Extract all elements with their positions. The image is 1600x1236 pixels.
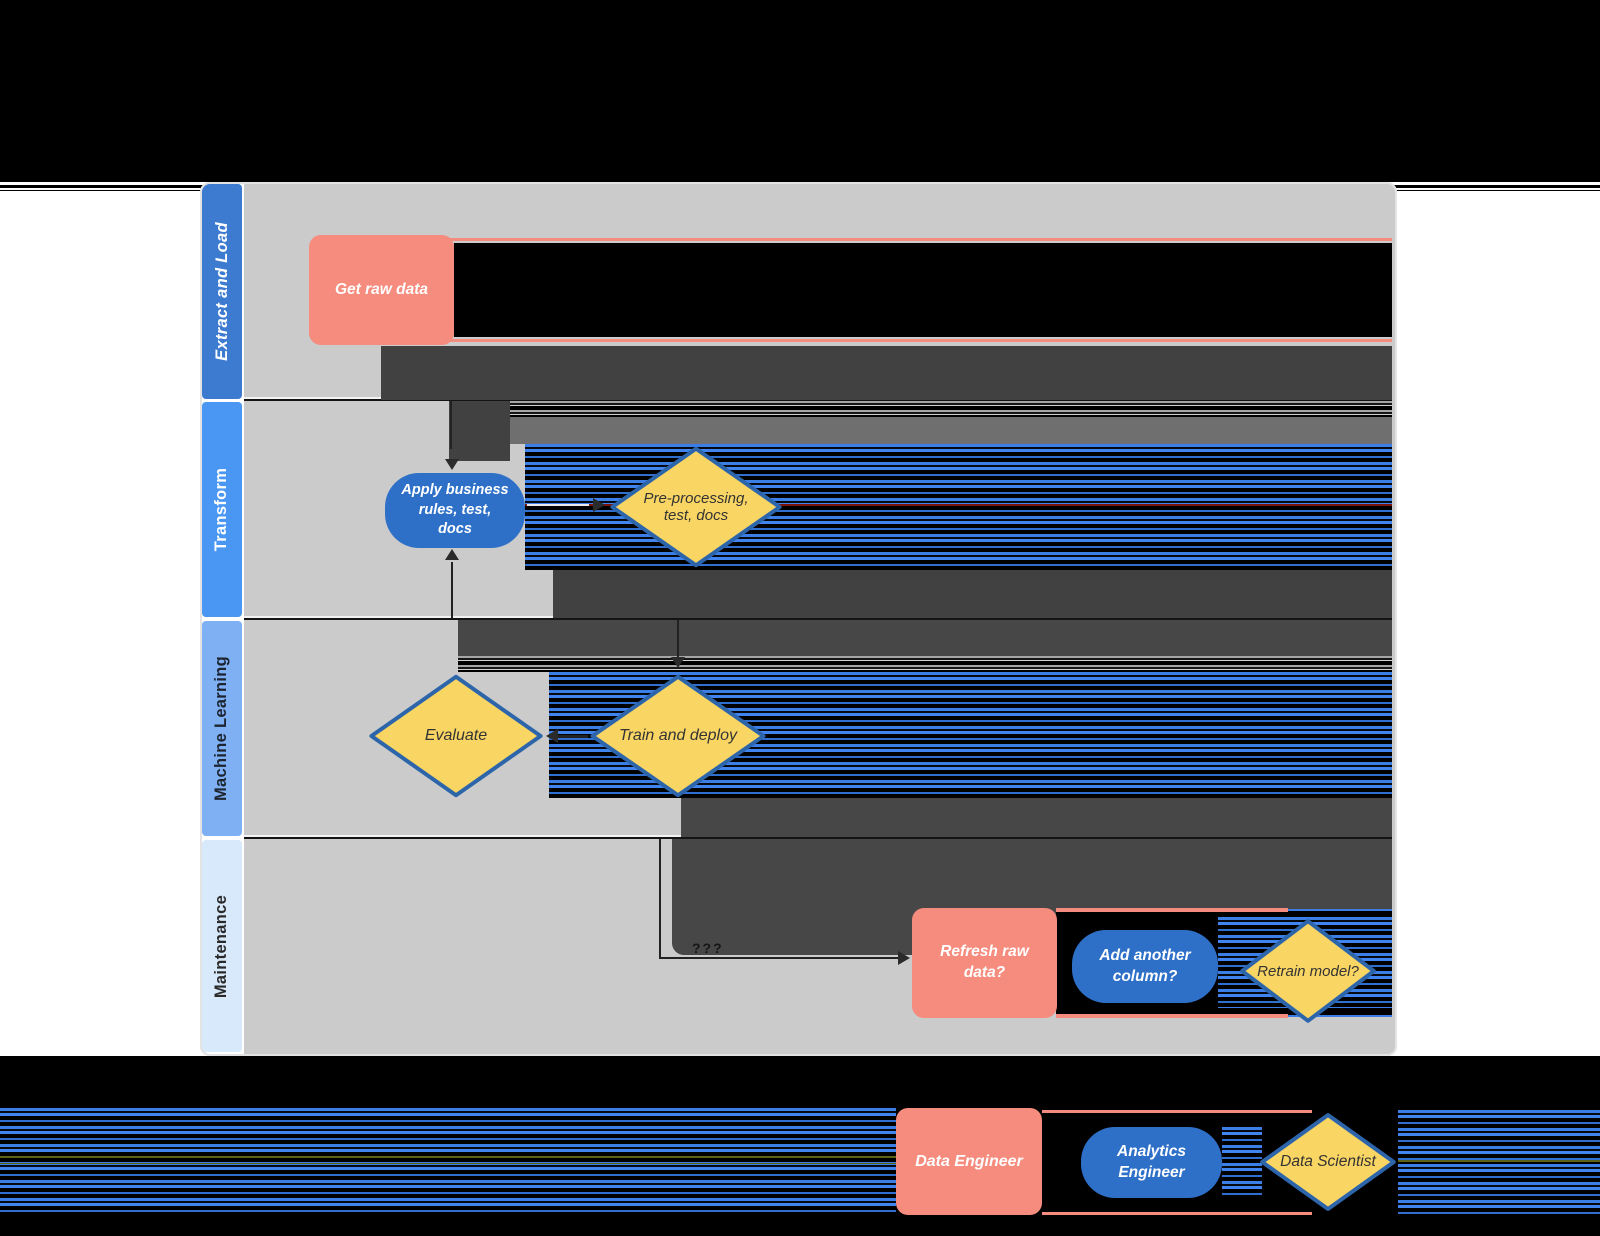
arrow-into-train-head <box>671 657 685 668</box>
lane-label-extract-load: Extract and Load <box>212 222 231 361</box>
arrow-apply-to-preprocessing-head <box>593 498 605 512</box>
glitch-blueline-lane4-top <box>1288 909 1392 911</box>
legend-olive-line-3 <box>1398 1160 1600 1162</box>
lane-bar-extract-load: Extract and Load <box>202 184 242 399</box>
node-pre-processing[interactable]: Pre-processing, test, docs <box>607 445 785 569</box>
node-get-raw-data[interactable]: Get raw data <box>309 235 454 345</box>
lane-label-machine-learning: Machine Learning <box>212 655 231 802</box>
loop-line-vertical-maintenance <box>659 839 661 958</box>
node-apply-business-rules[interactable]: Apply business rules, test, docs <box>385 473 525 548</box>
glitch-redline-lane2 <box>525 504 1392 506</box>
legend-olive-line-2 <box>0 1163 896 1164</box>
arrow-getraw-to-apply-shaft <box>450 401 452 449</box>
node-add-another-column[interactable]: Add another column? <box>1072 930 1218 1003</box>
node-apply-business-rules-label: Apply business rules, test, docs <box>401 482 509 538</box>
glitch-dark-lane2-bottom <box>553 570 1392 618</box>
legend-stripes-left <box>0 1108 896 1216</box>
arrow-to-refresh-head <box>898 951 910 965</box>
legend-data-scientist-label: Data Scientist <box>1280 1153 1376 1170</box>
node-evaluate-label: Evaluate <box>424 727 488 744</box>
diamond-shape <box>587 673 769 799</box>
glitch-dark-lane3-top <box>458 620 1392 656</box>
glitch-salmon-line-top <box>446 238 1392 241</box>
diamond-shape <box>1258 1112 1398 1212</box>
lane-bar-maintenance: Maintenance <box>202 840 242 1052</box>
node-refresh-raw-data-label: Refresh raw data? <box>940 943 1029 981</box>
lane-bar-transform: Transform <box>202 402 242 617</box>
glitch-graystripes-lane3 <box>458 656 1392 672</box>
lane-divider-3 <box>244 837 1392 839</box>
arrow-train-to-evaluate-head <box>546 729 558 743</box>
glitch-graystripes-lane2 <box>510 401 1392 417</box>
glitch-dark-lane1 <box>381 346 1392 400</box>
legend-item-data-scientist[interactable]: Data Scientist <box>1258 1112 1398 1212</box>
legend-stripes-right <box>1398 1110 1600 1214</box>
arrow-getraw-to-apply-head <box>445 459 459 470</box>
glitch-medium-lane2 <box>510 417 1392 444</box>
node-evaluate[interactable]: Evaluate <box>366 673 546 799</box>
glitch-black-lane1 <box>454 243 1392 337</box>
glitch-salmon-lane4-bottom <box>1056 1014 1288 1018</box>
node-train-and-deploy[interactable]: Train and deploy <box>587 673 769 799</box>
arrow-train-to-evaluate-line <box>556 735 588 738</box>
arrow-up-into-apply-shaft <box>451 562 453 618</box>
lane-divider-2 <box>244 618 1392 620</box>
node-refresh-raw-data[interactable]: Refresh raw data? <box>912 908 1057 1018</box>
node-retrain-model[interactable]: Retrain model? <box>1238 918 1378 1024</box>
glitch-blueline-lane4-bottom <box>1288 1015 1392 1017</box>
legend-salmon-line-bottom <box>1042 1212 1312 1215</box>
lane-divider-1 <box>244 399 1392 401</box>
node-add-another-column-label: Add another column? <box>1099 946 1191 985</box>
arrow-apply-to-preprocessing-line <box>527 504 589 506</box>
glitch-dark-lane3-bottom <box>681 798 1392 837</box>
legend-olive-line-1 <box>0 1156 896 1158</box>
glitch-dark-lane2-left <box>449 401 510 461</box>
node-train-and-deploy-label: Train and deploy <box>619 727 737 744</box>
legend-salmon-line-top <box>1042 1110 1312 1113</box>
lane-bar-machine-learning: Machine Learning <box>202 621 242 836</box>
arrow-to-refresh-line <box>659 957 899 959</box>
legend-item-analytics-engineer[interactable]: Analytics Engineer <box>1081 1127 1222 1198</box>
arrow-into-train-shaft <box>677 620 679 657</box>
diamond-shape <box>1238 918 1378 1024</box>
glitch-salmon-line-bottom <box>446 339 1392 342</box>
glitch-salmon-lane4-top <box>1056 908 1288 912</box>
lane-label-maintenance: Maintenance <box>212 894 231 998</box>
node-pre-processing-label: Pre-processing, test, docs <box>643 490 749 524</box>
legend-item-data-engineer[interactable]: Data Engineer <box>896 1108 1042 1215</box>
legend-data-engineer-label: Data Engineer <box>915 1152 1023 1170</box>
edge-label-questions: ??? <box>692 940 724 956</box>
diamond-shape <box>366 673 546 799</box>
node-retrain-model-label: Retrain model? <box>1257 962 1359 980</box>
lane-label-transform: Transform <box>212 467 231 552</box>
legend-stripes-mid <box>1222 1127 1262 1198</box>
swimlane-diagram: Extract and Load Transform Machine Learn… <box>200 182 1397 1056</box>
top-black-band <box>0 0 1600 182</box>
legend-analytics-engineer-label: Analytics Engineer <box>1117 1142 1186 1181</box>
diamond-shape <box>607 445 785 569</box>
arrow-up-into-apply-head <box>445 549 459 560</box>
node-get-raw-data-label: Get raw data <box>334 280 429 298</box>
